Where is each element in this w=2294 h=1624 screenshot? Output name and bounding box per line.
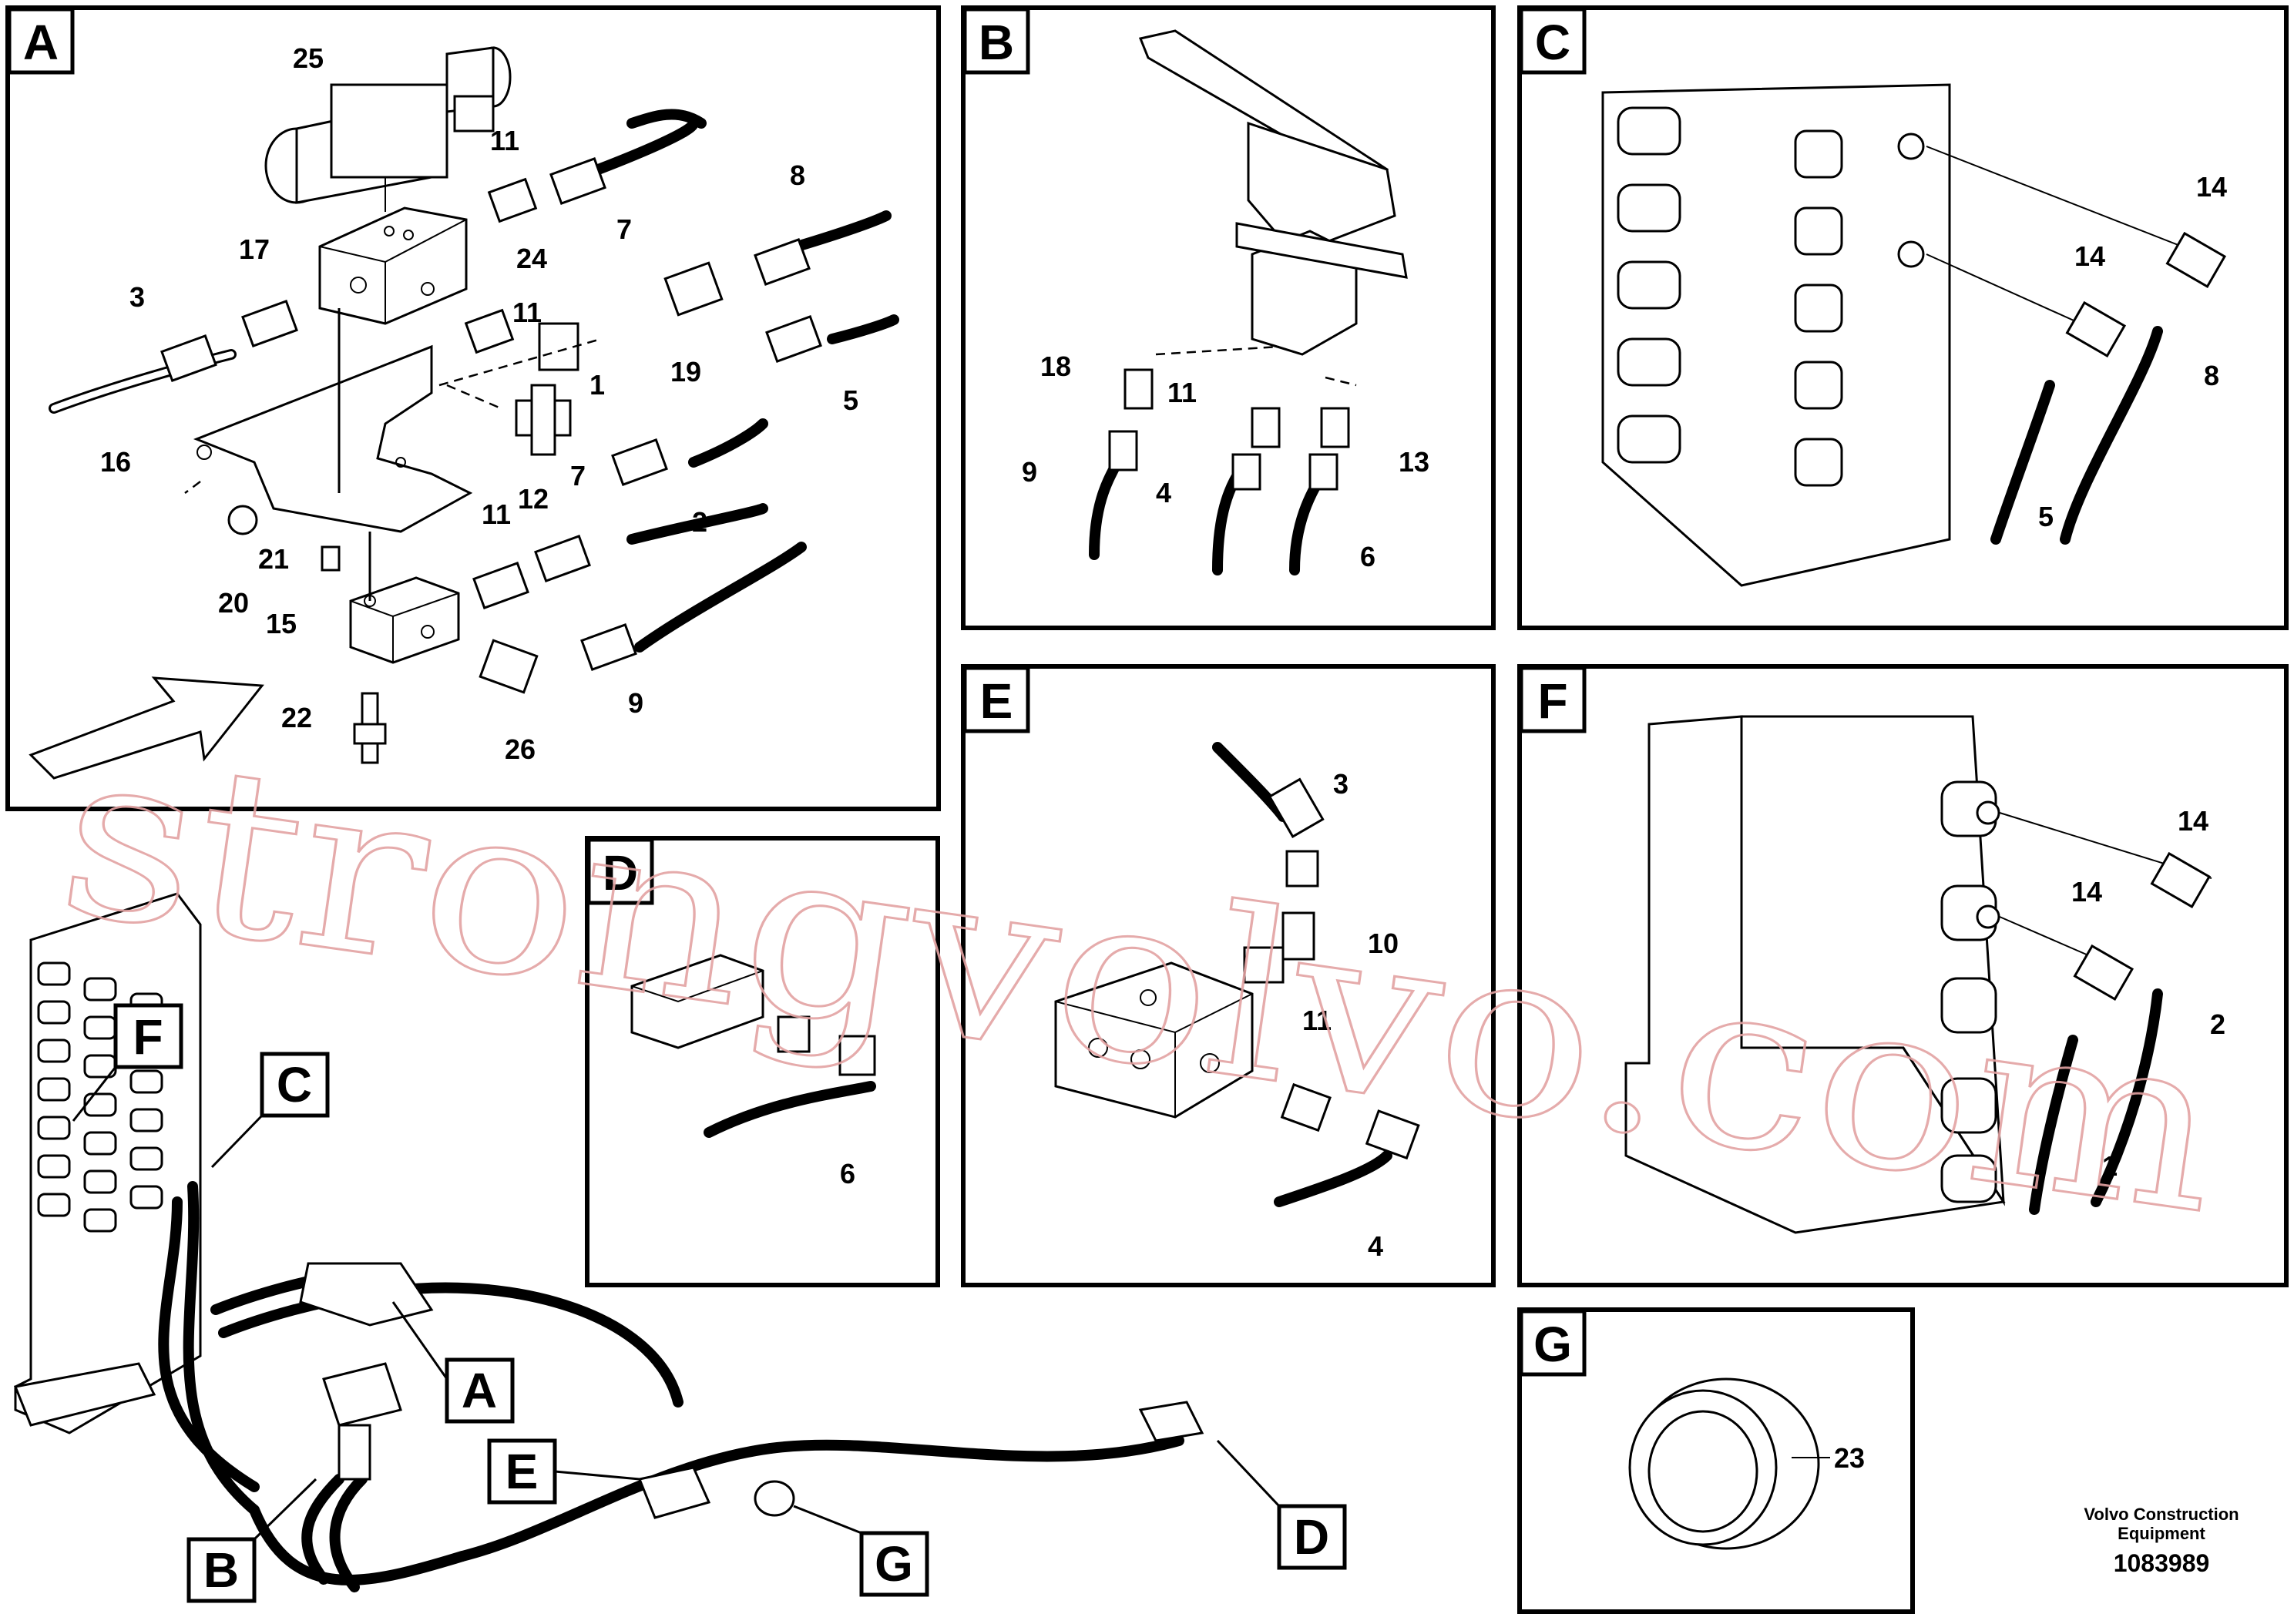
label-b-4: 4 <box>1156 477 1171 508</box>
label-a-1: 1 <box>589 369 605 401</box>
callout-e: E <box>505 1444 539 1499</box>
label-b-9: 9 <box>1022 456 1037 488</box>
footer-line1: Volvo Construction <box>2084 1505 2239 1524</box>
grommet-23 <box>1628 1377 1820 1550</box>
solenoid-valve-25 <box>264 46 512 204</box>
label-c-5: 5 <box>2038 501 2054 532</box>
label-a-3: 3 <box>129 281 145 313</box>
label-a-26: 26 <box>505 733 536 765</box>
label-a-24: 24 <box>516 243 547 274</box>
fittings-a <box>160 157 822 764</box>
valve-block-24 <box>318 177 468 325</box>
label-b-11: 11 <box>1167 377 1197 408</box>
panel-g-tag: G <box>1533 1317 1572 1372</box>
label-f-14b: 14 <box>2071 876 2102 908</box>
overview-callouts: F C A B E G D <box>72 1003 1347 1603</box>
label-a-16: 16 <box>100 446 131 478</box>
label-c-8: 8 <box>2204 360 2219 391</box>
label-e-11: 11 <box>1302 1005 1332 1036</box>
label-a-9: 9 <box>628 687 643 719</box>
panel-e: E 3 10 11 4 <box>961 664 1496 1287</box>
label-a-19: 19 <box>670 356 701 388</box>
control-valve-c <box>1601 83 1951 587</box>
valve-block-15 <box>349 532 460 664</box>
panel-b-tag: B <box>979 15 1014 70</box>
label-a-7b: 7 <box>570 460 586 492</box>
footer-line2: Equipment <box>2118 1524 2205 1543</box>
label-b-6: 6 <box>1360 541 1375 572</box>
block-e <box>1054 961 1254 1119</box>
callout-f: F <box>133 1009 163 1065</box>
label-a-25: 25 <box>293 42 324 74</box>
panel-e-tag: E <box>980 673 1013 729</box>
label-e-4: 4 <box>1368 1230 1383 1262</box>
panel-a: A <box>5 5 941 811</box>
callout-a: A <box>462 1363 497 1418</box>
panel-d-tag: D <box>603 845 638 901</box>
panel-e-labels: 3 10 11 4 <box>1302 768 1399 1262</box>
label-a-11b: 11 <box>512 297 542 328</box>
document-number: 1083989 <box>2114 1549 2210 1577</box>
label-d-6: 6 <box>840 1158 855 1189</box>
block-d <box>630 954 876 1076</box>
pedal-valve <box>1138 29 1408 356</box>
label-e-3: 3 <box>1333 768 1349 800</box>
label-c-14a: 14 <box>2196 171 2227 203</box>
footer: Volvo Construction Equipment 1083989 <box>2084 1505 2239 1577</box>
panel-f-tag: F <box>1537 673 1567 729</box>
label-f-14a: 14 <box>2178 805 2208 837</box>
label-f-1: 1 <box>2102 1150 2118 1182</box>
control-valve-f <box>1624 715 2006 1234</box>
label-c-14b: 14 <box>2074 240 2105 272</box>
panel-b-labels: 18 11 9 4 13 6 <box>1022 351 1429 572</box>
panel-d: D 6 <box>585 836 940 1287</box>
bracket-16 <box>193 308 473 533</box>
panel-c: C 14 14 8 5 <box>1517 5 2289 630</box>
panel-c-labels: 14 14 8 5 <box>2038 171 2227 532</box>
label-a-5: 5 <box>843 384 858 416</box>
label-g-23: 23 <box>1834 1442 1865 1474</box>
panel-c-tag: C <box>1535 15 1570 70</box>
panel-f: F 14 14 2 1 <box>1517 664 2289 1287</box>
label-f-2: 2 <box>2210 1008 2225 1040</box>
label-a-21: 21 <box>258 543 289 575</box>
label-a-7: 7 <box>616 213 632 245</box>
label-a-12: 12 <box>518 483 549 515</box>
panel-b: B 18 11 9 4 13 6 <box>961 5 1496 630</box>
label-a-15: 15 <box>266 608 297 639</box>
panel-f-labels: 14 14 2 1 <box>2071 805 2225 1182</box>
label-a-11c: 11 <box>482 498 511 530</box>
label-b-18: 18 <box>1040 351 1071 382</box>
callout-b: B <box>203 1542 239 1598</box>
label-a-17: 17 <box>239 233 270 265</box>
label-a-8: 8 <box>790 159 805 191</box>
panel-g: G 23 <box>1517 1307 1915 1614</box>
panel-a-labels: 25 11 7 8 17 24 3 11 1 19 5 16 12 7 2 11… <box>100 42 858 765</box>
label-a-2: 2 <box>692 506 707 538</box>
panel-a-tag: A <box>23 15 59 70</box>
callout-g: G <box>875 1536 913 1592</box>
label-a-22: 22 <box>281 702 312 733</box>
label-e-10: 10 <box>1368 928 1399 959</box>
label-b-13: 13 <box>1399 446 1429 478</box>
label-a-20: 20 <box>218 587 249 619</box>
callout-c: C <box>277 1057 312 1112</box>
label-a-11: 11 <box>490 125 519 156</box>
callout-d: D <box>1294 1509 1329 1565</box>
